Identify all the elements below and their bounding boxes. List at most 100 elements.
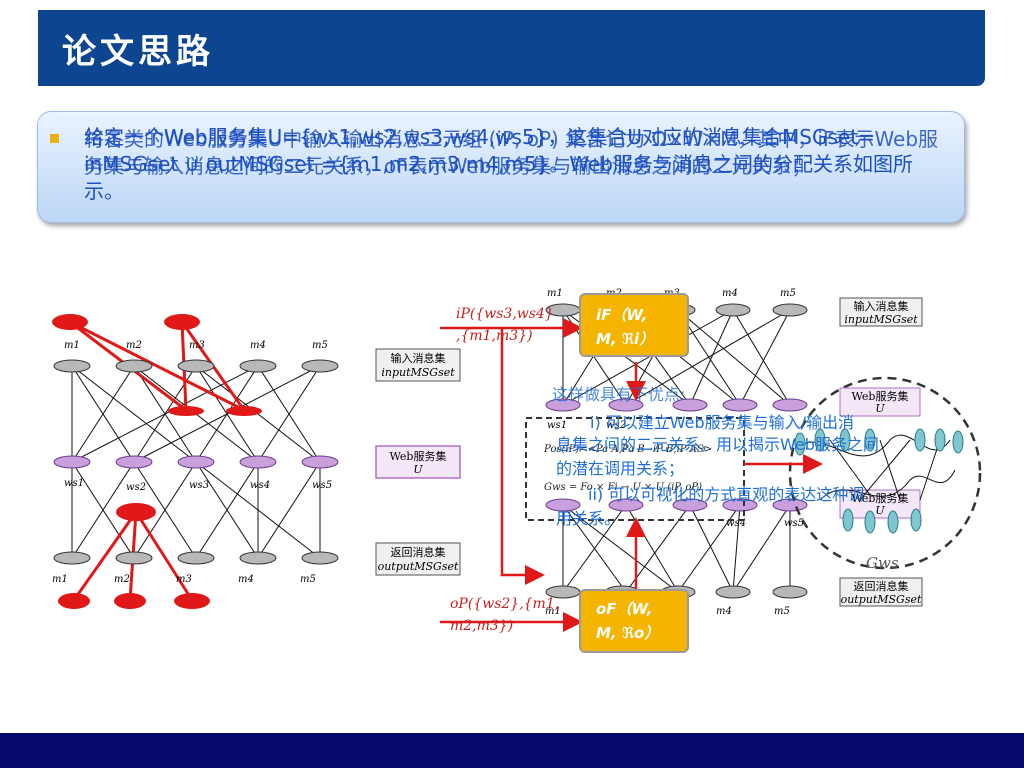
gws-web-set-label-bottom: Web服务集 <box>852 491 909 505</box>
right-top-m5-node <box>772 303 808 317</box>
right-bottom-ws-label-4: ws4 <box>726 518 746 529</box>
gws-web-set-label-top: Web服务集 <box>852 389 909 403</box>
left-ws2-node <box>115 455 153 469</box>
left-top-label-m4: m4 <box>250 340 266 351</box>
if-box-line1: iF（W, <box>596 306 647 324</box>
input-set-en-label: inputMSGset <box>381 366 455 379</box>
left-bottom-label-m5: m5 <box>300 574 316 585</box>
output-set-en-label: outputMSGset <box>378 560 459 573</box>
left-red-ws-node <box>116 503 156 521</box>
left-top-m1-node <box>53 359 91 373</box>
output-set-box: 返回消息集 outputMSGset <box>375 542 461 576</box>
left-ws-label-2: ws2 <box>126 482 146 493</box>
op-annotation-line1: oP({ws2},{m1, <box>450 596 559 612</box>
of-box: oF（W, M, ℜo） <box>579 589 689 653</box>
ip-annotation-line2: ,{m1,m3}) <box>456 328 533 344</box>
left-red-top-node-2 <box>164 314 200 330</box>
web-set-box: Web服务集 U <box>375 445 461 479</box>
right-top-ws5-node <box>772 398 808 412</box>
right-bottom-label-m5: m5 <box>774 606 790 617</box>
gws-web-set-en-top: U <box>875 402 885 415</box>
left-ws-label-3: ws3 <box>189 480 209 491</box>
right-top-m4-node <box>715 303 751 317</box>
callout-text-b: 将各类的Web服务集U中输入输出消息二元组 (iP, oP) 集合记为 Ω×W×… <box>84 127 939 178</box>
left-top-label-m1: m1 <box>64 340 80 351</box>
gws-web-set-en-bottom: U <box>875 504 885 517</box>
right-bottom-label-m4: m4 <box>716 606 732 617</box>
overlay-line4: ii) 可以可视化的方式直观的表达这种调 <box>588 485 864 504</box>
left-ws-label-5: ws5 <box>312 480 332 491</box>
output-set-label: 返回消息集 <box>391 545 446 559</box>
left-ws-label-4: ws4 <box>250 480 270 491</box>
left-bottom-label-m2: m2 <box>114 574 130 585</box>
of-box-line1: oF（W, <box>596 600 653 618</box>
overlay-line5: 用关系。 <box>556 509 620 528</box>
right-bottom-ws4-node <box>722 498 758 512</box>
left-red-mid-node-1 <box>168 406 204 416</box>
right-input-set-box: 输入消息集 inputMSGset <box>839 297 923 327</box>
right-input-set-label: 输入消息集 <box>854 299 909 313</box>
bullet-icon <box>50 134 59 143</box>
right-output-set-en-label: outputMSGset <box>841 593 922 606</box>
left-ws5-node <box>301 455 339 469</box>
right-bottom-ws5-node <box>772 498 808 512</box>
web-set-en-label: U <box>413 463 423 476</box>
right-top-ws3-node <box>672 398 708 412</box>
right-top-ws4-node <box>722 398 758 412</box>
footer-bar <box>0 733 1024 768</box>
left-ws-label-1: ws1 <box>64 478 84 489</box>
op-annotation-line2: m2,m3}) <box>450 618 513 634</box>
left-bottom-label-m1: m1 <box>52 574 68 585</box>
advantages-overlay: 这样做具有下优点: i) 可以建立Web服务集与输入/输出消 息集之间的二元关系… <box>552 385 879 528</box>
right-bottom-ws3-node <box>672 498 708 512</box>
right-input-set-en-label: inputMSGset <box>844 313 918 326</box>
right-bottom-m5-node <box>772 585 808 599</box>
of-box-line2: M, ℜo） <box>596 624 659 642</box>
left-ws1-node <box>53 455 91 469</box>
left-top-m4-node <box>239 359 277 373</box>
formula-gws: Gws = Fo × Fi → U × U (iP, oP) <box>544 482 702 493</box>
right-top-ws-label-2: ws2 <box>606 420 626 431</box>
overlay-line3: 的潜在调用关系； <box>556 459 684 478</box>
right-top-ws-label-1: ws1 <box>547 420 567 431</box>
right-top-ws1-node <box>545 398 581 412</box>
gws-label: Gws <box>866 554 899 572</box>
formula-pos: Pos(iP)=<Pa A,Pa B→iP B,iP AS> <box>543 444 712 455</box>
left-red-bottom-node-3 <box>174 593 210 609</box>
overlay-line2: 息集之间的二元关系，用以揭示Web服务之间 <box>556 435 879 454</box>
left-graph: m1 m2 m3 m4 m5 ws1 ws2 ws3 ws4 ws5 m1 m2… <box>52 314 339 609</box>
left-bottom-m2-node <box>115 551 153 565</box>
left-red-top-node-1 <box>52 314 88 330</box>
right-bottom-ws2-node <box>608 498 644 512</box>
right-bottom-label-m1: m1 <box>545 606 561 617</box>
left-top-m5-node <box>301 359 339 373</box>
title-bar: 论文思路 <box>38 10 985 86</box>
left-top-label-m5: m5 <box>312 340 328 351</box>
overlay-line1: i) 可以建立Web服务集与输入/输出消 <box>590 413 854 432</box>
overlay-heading: 这样做具有下优点: <box>552 385 685 404</box>
left-bottom-m4-node <box>239 551 277 565</box>
left-top-label-m3: m3 <box>189 340 205 351</box>
input-set-label: 输入消息集 <box>391 351 446 365</box>
right-output-set-label: 返回消息集 <box>854 579 909 593</box>
left-bottom-m5-node <box>301 551 339 565</box>
ip-annotation-line1: iP({ws3,ws4} <box>456 306 554 322</box>
input-set-box: 输入消息集 inputMSGset <box>375 348 461 382</box>
left-bottom-m3-node <box>177 551 215 565</box>
page-title: 论文思路 <box>62 32 214 72</box>
left-ws3-node <box>177 455 215 469</box>
callout-box: 给定一个Web服务集U={ws1,ws2,ws3,ws4,ws5}，这集合U对应… <box>37 111 965 223</box>
right-bottom-m4-node <box>715 585 751 599</box>
callout-text-a: 给定一个Web服务集U={ws1,ws2,ws3,ws4,ws5}，这集合U对应… <box>84 125 914 203</box>
if-box: iF（W, M, ℜi） <box>579 293 689 357</box>
left-bottom-m1-node <box>53 551 91 565</box>
left-red-mid-node-2 <box>226 406 262 416</box>
right-output-set-box: 返回消息集 outputMSGset <box>839 577 923 607</box>
left-red-bottom-node-1 <box>58 593 90 609</box>
left-top-m3-node <box>177 359 215 373</box>
if-box-line2: M, ℜi） <box>596 330 654 348</box>
left-bottom-label-m4: m4 <box>238 574 254 585</box>
right-top-label-m1: m1 <box>547 288 563 299</box>
left-top-m2-node <box>115 359 153 373</box>
